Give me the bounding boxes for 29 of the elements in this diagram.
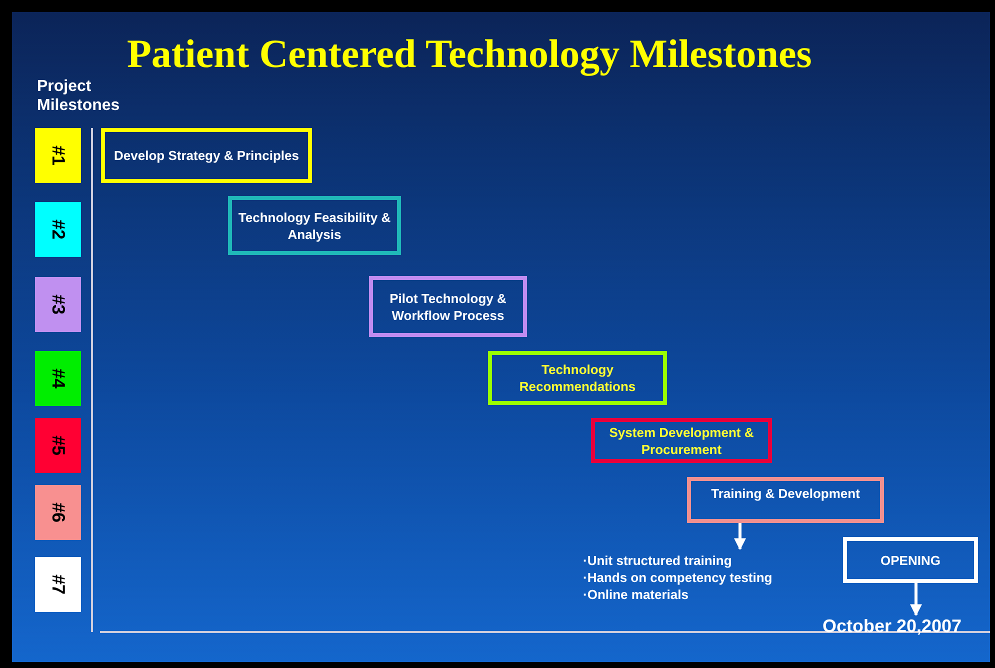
title: Patient Centered Technology Milestones <box>127 30 812 77</box>
axis-heading: Project Milestones <box>37 77 121 115</box>
milestone-number-tile <box>35 128 81 183</box>
milestone-number: #4 <box>50 368 66 389</box>
date-text: October 20,2007 <box>812 615 972 637</box>
milestone-box: System Development & Procurement <box>591 418 772 463</box>
milestone-number: #5 <box>50 435 66 456</box>
milestone-number: #2 <box>50 219 66 240</box>
milestone-box: OPENING <box>843 537 978 583</box>
milestone-box: Technology Recommendations <box>488 351 667 405</box>
milestone-number-tile <box>35 202 81 257</box>
milestone-number-tile <box>35 557 81 612</box>
bullet-item: ·Hands on competency testing <box>583 568 772 586</box>
milestone-number: #3 <box>50 294 66 315</box>
milestone-number-tile <box>35 418 81 473</box>
bullet-item: ·Online materials <box>583 586 688 602</box>
milestone-box: Technology Feasibility & Analysis <box>228 196 401 255</box>
milestone-number: #1 <box>50 145 66 166</box>
milestone-number: #7 <box>50 574 66 595</box>
milestone-number-tile <box>35 351 81 406</box>
bullet-item: ·Unit structured training <box>583 552 732 568</box>
milestone-box: Pilot Technology & Workflow Process <box>369 276 527 337</box>
milestone-number: #6 <box>50 502 66 523</box>
milestone-box: Training & Development <box>687 477 884 523</box>
arrow <box>734 523 746 550</box>
milestone-box: Develop Strategy & Principles <box>101 128 312 183</box>
milestone-number-tile <box>35 277 81 332</box>
arrow <box>910 583 922 616</box>
milestone-number-tile <box>35 485 81 540</box>
